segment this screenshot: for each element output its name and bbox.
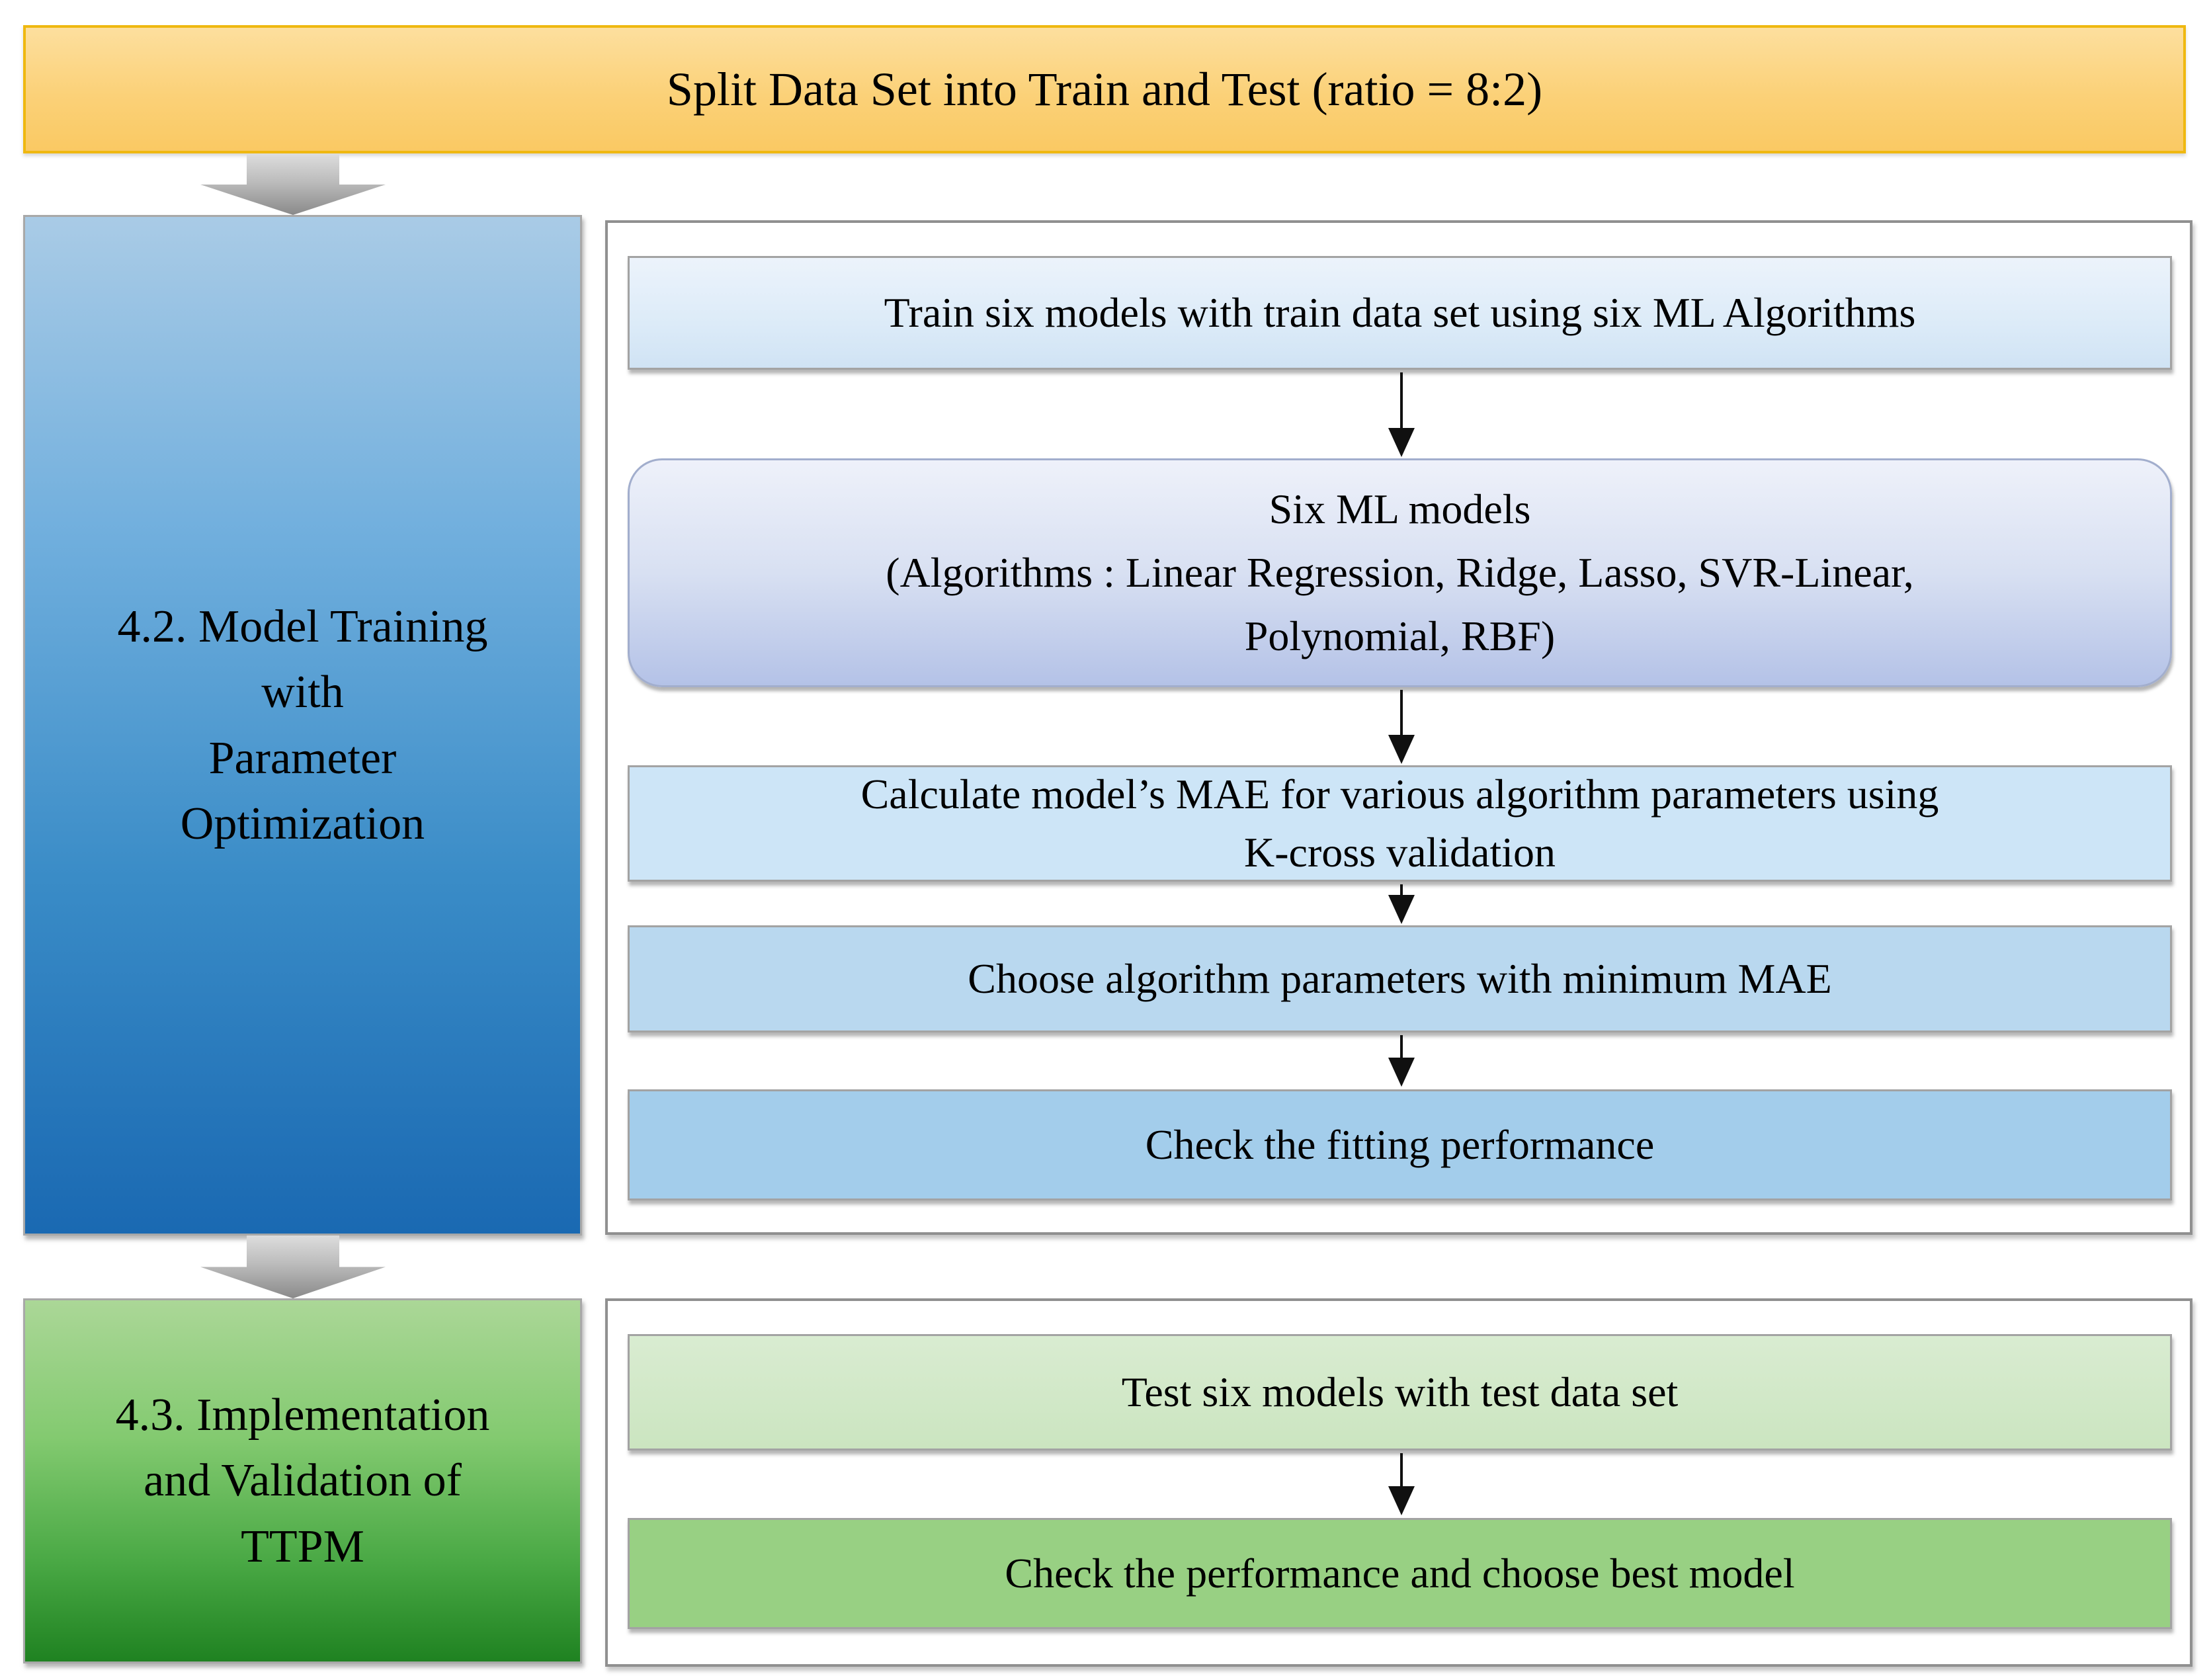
validation-flow-container: Test six models with test data set Check… bbox=[605, 1298, 2192, 1667]
step-check-performance: Check the performance and choose best mo… bbox=[628, 1518, 2172, 1629]
step-six-ml-models: Six ML models (Algorithms : Linear Regre… bbox=[628, 458, 2172, 687]
training-flow-container: Train six models with train data set usi… bbox=[605, 220, 2192, 1235]
split-data-banner: Split Data Set into Train and Test (rati… bbox=[23, 25, 2186, 153]
step-choose-parameters: Choose algorithm parameters with minimum… bbox=[628, 925, 2172, 1032]
down-arrow-icon bbox=[1387, 1035, 1416, 1087]
down-arrow-icon bbox=[1387, 690, 1416, 764]
down-arrow-icon bbox=[1387, 884, 1416, 924]
down-arrow-icon bbox=[1387, 372, 1416, 457]
step-test-models: Test six models with test data set bbox=[628, 1334, 2172, 1450]
section-4-3-box: 4.3. Implementation and Validation of TT… bbox=[23, 1298, 582, 1663]
down-block-arrow-icon bbox=[200, 154, 386, 215]
step-check-fitting: Check the fitting performance bbox=[628, 1089, 2172, 1200]
down-block-arrow-icon bbox=[200, 1236, 386, 1298]
step-calculate-mae: Calculate model’s MAE for various algori… bbox=[628, 765, 2172, 882]
section-4-2-box: 4.2. Model Training with Parameter Optim… bbox=[23, 215, 582, 1236]
step-train-models: Train six models with train data set usi… bbox=[628, 256, 2172, 370]
down-arrow-icon bbox=[1387, 1453, 1416, 1515]
